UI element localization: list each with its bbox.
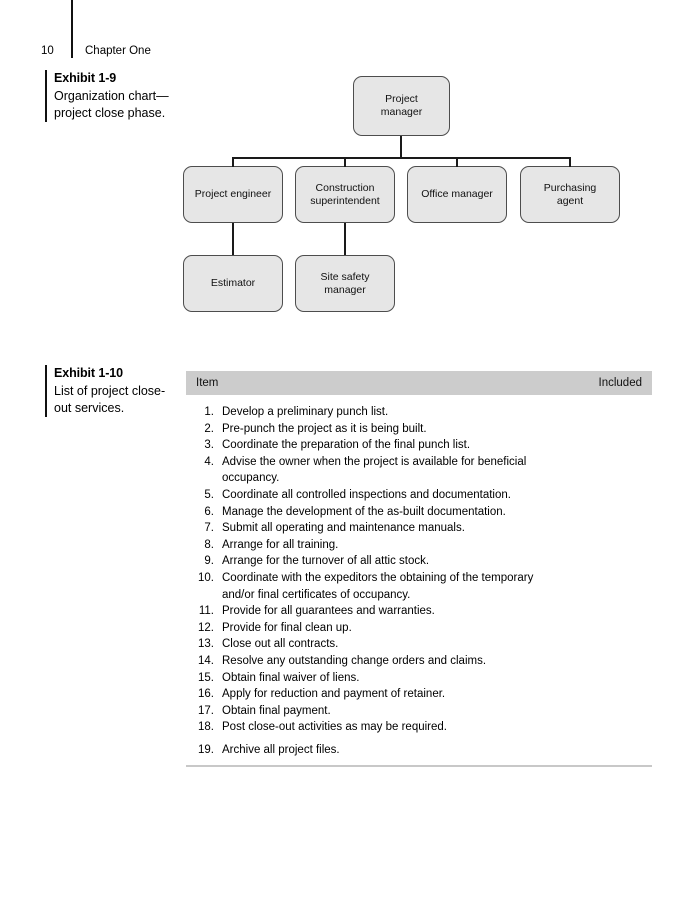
page-number: 10 <box>41 45 54 57</box>
service-list-item: 13. Close out all contracts. <box>186 636 652 653</box>
service-item-text: Archive all project files. <box>222 743 340 756</box>
org-connector-drop-office-manager <box>456 157 458 167</box>
exhibit-1-10-caption: Exhibit 1-10 List of project close-out s… <box>45 365 180 417</box>
org-connector-drop-estimator <box>232 223 234 255</box>
service-list-item: 17. Obtain final payment. <box>186 703 652 720</box>
service-list-item: 18. Post close-out activities as may be r… <box>186 719 652 736</box>
org-connector-row2-bus <box>232 157 571 159</box>
service-list-item: 10. Coordinate with the expeditors the ob… <box>186 570 652 603</box>
service-list-item: 19. Archive all project files. <box>186 742 652 759</box>
org-connector-drop-purchasing-agent <box>569 157 571 167</box>
service-item-number: 17. <box>198 704 214 717</box>
service-item-text: Arrange for the turnover of all attic st… <box>222 555 430 568</box>
service-item-number: 7. <box>204 522 214 535</box>
exhibit-1-9-caption: Exhibit 1-9 Organization chart—project c… <box>45 70 180 122</box>
service-item-number: 4. <box>204 455 214 468</box>
service-list-item: 8. Arrange for all training. <box>186 537 652 554</box>
service-item-number: 1. <box>204 406 214 418</box>
org-node-project-engineer: Project engineer <box>183 166 283 223</box>
column-header-included: Included <box>598 377 642 389</box>
service-item-number: 12. <box>198 621 214 634</box>
service-list-item: 3. Coordinate the preparation of the fina… <box>186 437 652 454</box>
service-item-text: Coordinate with the expeditors the obtai… <box>222 571 540 601</box>
service-item-number: 3. <box>204 439 214 452</box>
service-item-number: 15. <box>198 671 214 684</box>
page-header-divider-rule <box>71 0 73 58</box>
service-list-item: 2. Pre-punch the project as it is being b… <box>186 421 652 438</box>
service-list-item: 9. Arrange for the turnover of all attic … <box>186 553 652 570</box>
org-node-construction-superintendent: Construction superintendent <box>295 166 395 223</box>
org-node-estimator: Estimator <box>183 255 283 312</box>
service-list-item: 14. Resolve any outstanding change orders… <box>186 653 652 670</box>
service-list-item: 12. Provide for final clean up. <box>186 620 652 637</box>
service-item-text: Apply for reduction and payment of retai… <box>222 688 446 701</box>
service-item-number: 19. <box>198 743 214 756</box>
service-item-text: Submit all operating and maintenance man… <box>222 522 465 535</box>
service-item-text: Arrange for all training. <box>222 538 339 551</box>
table-header-row: Item Included <box>186 371 652 395</box>
service-item-number: 2. <box>204 422 214 435</box>
service-list-item: 5. Coordinate all controlled inspections … <box>186 487 652 504</box>
service-item-text: Resolve any outstanding change orders an… <box>222 654 487 667</box>
chapter-label: Chapter One <box>85 45 151 57</box>
service-item-number: 11. <box>198 605 214 618</box>
exhibit-1-9-description: Organization chart—project close phase. <box>54 89 169 120</box>
org-node-project-manager: Project manager <box>353 76 450 136</box>
page-header: 10 Chapter One <box>41 43 341 59</box>
close-out-services-table: Item Included 1. Develop a preliminary pu… <box>186 371 652 768</box>
org-node-office-manager: Office manager <box>407 166 507 223</box>
service-item-number: 16. <box>198 688 214 701</box>
service-item-number: 10. <box>198 571 214 584</box>
service-item-text: Provide for all guarantees and warrantie… <box>222 605 435 618</box>
service-list-item: 11. Provide for all guarantees and warran… <box>186 603 652 620</box>
org-connector-drop-construction-superintendent <box>344 157 346 167</box>
org-connector-drop-site-safety-manager <box>344 223 346 255</box>
column-header-item: Item <box>196 377 219 389</box>
service-list-item: 4. Advise the owner when the project is a… <box>186 454 652 487</box>
service-list-item: 6. Manage the development of the as-built… <box>186 504 652 521</box>
service-item-number: 18. <box>198 721 214 734</box>
org-node-site-safety-manager: Site safety manager <box>295 255 395 312</box>
service-item-text: Obtain final waiver of liens. <box>222 671 360 684</box>
service-item-text: Develop a preliminary punch list. <box>222 406 389 418</box>
service-item-number: 5. <box>204 488 214 501</box>
service-item-text: Manage the development of the as-built d… <box>222 505 506 518</box>
org-node-purchasing-agent: Purchasing agent <box>520 166 620 223</box>
service-item-text: Close out all contracts. <box>222 638 339 651</box>
org-connector-drop-project-engineer <box>232 157 234 167</box>
exhibit-1-9-title: Exhibit 1-9 <box>54 71 117 85</box>
service-list-item: 15. Obtain final waiver of liens. <box>186 670 652 687</box>
exhibit-1-10-title: Exhibit 1-10 <box>54 366 123 380</box>
service-item-number: 9. <box>204 555 214 568</box>
service-item-text: Provide for final clean up. <box>222 621 352 634</box>
service-list-item: 16. Apply for reduction and payment of re… <box>186 686 652 703</box>
service-list-item: 7. Submit all operating and maintenance m… <box>186 520 652 537</box>
service-item-text: Pre-punch the project as it is being bui… <box>222 422 427 435</box>
services-list: 1. Develop a preliminary punch list. 2. Pre… <box>186 395 652 758</box>
service-item-text: Coordinate all controlled inspections an… <box>222 488 511 501</box>
service-item-number: 13. <box>198 638 214 651</box>
service-item-number: 8. <box>204 538 214 551</box>
service-list-item: 1. Develop a preliminary punch list. <box>186 404 652 421</box>
org-connector-pm-stem <box>400 136 402 158</box>
service-item-number: 14. <box>198 654 214 667</box>
service-item-text: Obtain final payment. <box>222 704 331 717</box>
table-bottom-rule <box>186 765 652 768</box>
service-item-text: Advise the owner when the project is ava… <box>222 455 530 485</box>
service-item-text: Post close-out activities as may be requ… <box>222 721 447 734</box>
service-item-text: Coordinate the preparation of the final … <box>222 439 471 452</box>
exhibit-1-10-description: List of project close-out services. <box>54 384 166 415</box>
service-item-number: 6. <box>204 505 214 518</box>
